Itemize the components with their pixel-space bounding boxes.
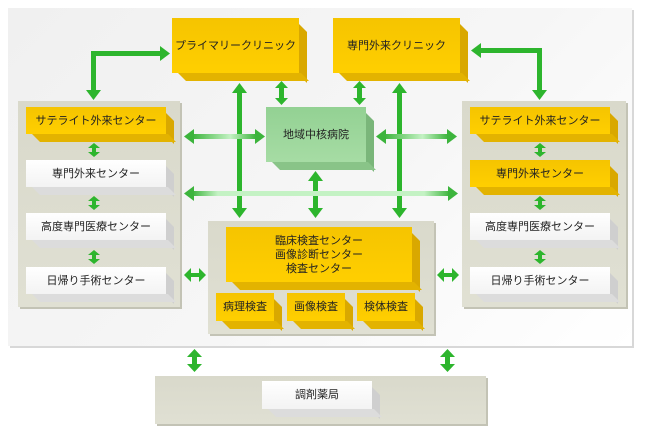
pharmacy-box: 調剤薬局	[262, 381, 382, 419]
primary-clinic-label: プライマリークリニック	[175, 38, 296, 52]
right-specialist-label: 専門外来センター	[496, 166, 584, 180]
lab-center-box: 臨床検査センター 画像診断センター 検査センター	[226, 227, 422, 292]
left-daysurgery-label: 日帰り手術センター	[46, 273, 146, 287]
left-advanced-box: 高度専門医療センター	[26, 213, 176, 250]
right-daysurgery-label: 日帰り手術センター	[490, 273, 590, 287]
pathology-label: 病理検査	[223, 300, 267, 313]
left-specialist-box: 専門外来センター	[26, 160, 176, 197]
right-advanced-label: 高度専門医療センター	[485, 219, 595, 233]
right-specialist-box: 専門外来センター	[470, 160, 620, 197]
imaging-center-label: 画像診断センター	[275, 247, 363, 261]
left-daysurgery-box: 日帰り手術センター	[26, 267, 176, 304]
pharmacy-label: 調剤薬局	[295, 388, 339, 401]
specialist-clinic-label: 専門外来クリニック	[347, 38, 446, 52]
regional-hospital-box: 地域中核病院	[266, 107, 376, 172]
specimen-exam-box: 検体検査	[357, 293, 425, 331]
primary-clinic-box: プライマリークリニック	[172, 18, 309, 83]
left-advanced-label: 高度専門医療センター	[41, 219, 151, 233]
left-satellite-box: サテライト外来センター	[26, 107, 176, 144]
testing-center-label: 検査センター	[286, 261, 352, 275]
pathology-box: 病理検査	[216, 293, 284, 331]
clinical-lab-center-label: 臨床検査センター	[275, 233, 363, 247]
specialist-clinic-box: 専門外来クリニック	[333, 18, 470, 83]
right-daysurgery-box: 日帰り手術センター	[470, 267, 620, 304]
right-satellite-label: サテライト外来センター	[479, 113, 601, 127]
right-advanced-box: 高度専門医療センター	[470, 213, 620, 250]
imaging-exam-label: 画像検査	[294, 300, 338, 313]
right-satellite-box: サテライト外来センター	[470, 107, 620, 144]
regional-hospital-label: 地域中核病院	[283, 127, 349, 141]
imaging-exam-box: 画像検査	[287, 293, 355, 331]
left-specialist-label: 専門外来センター	[52, 166, 140, 180]
specimen-exam-label: 検体検査	[364, 300, 408, 313]
left-satellite-label: サテライト外来センター	[35, 113, 157, 127]
